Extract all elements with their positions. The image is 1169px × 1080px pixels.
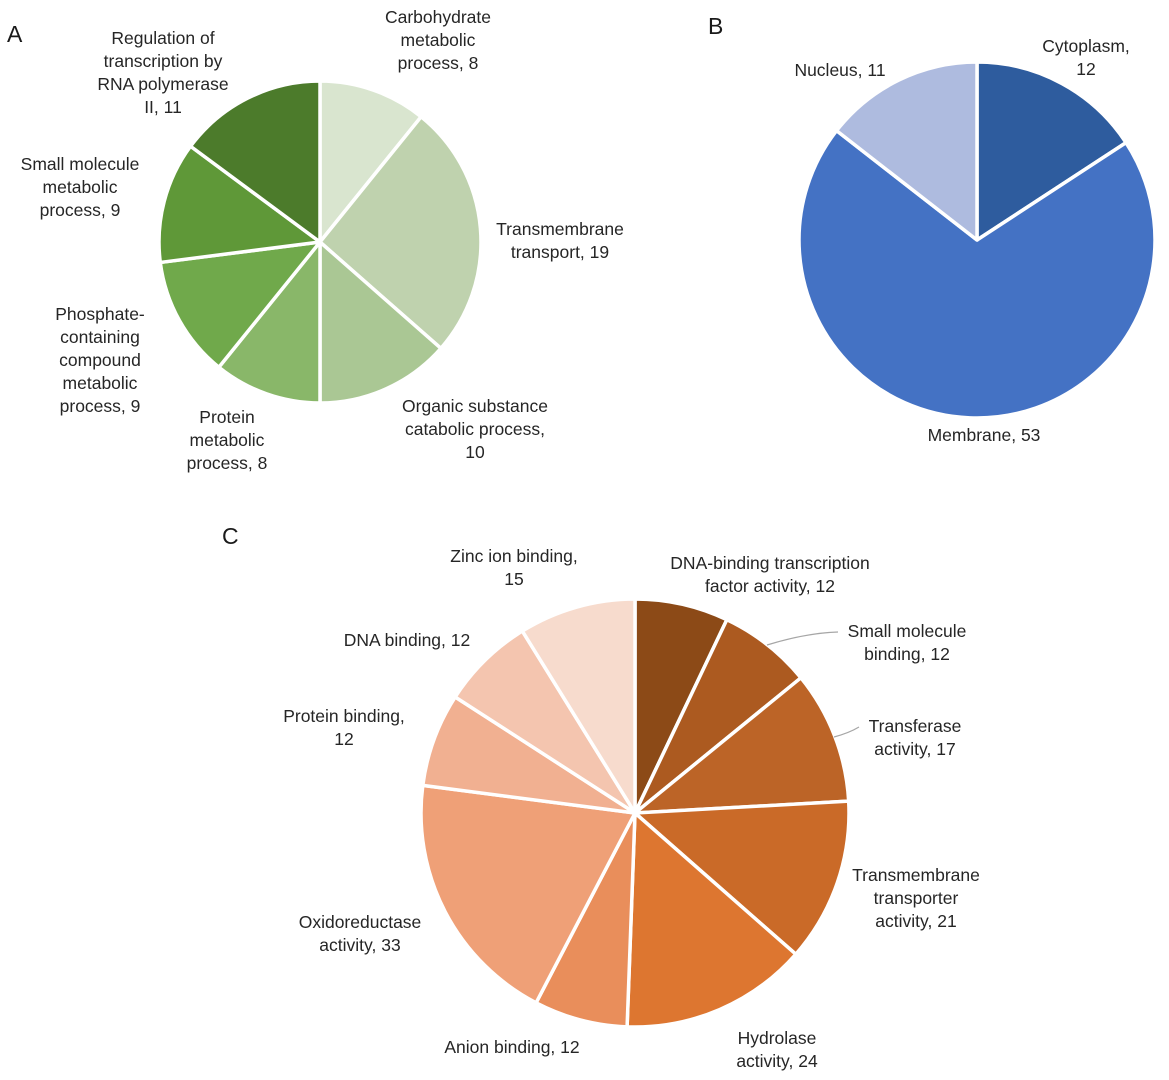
- label-leader-line: [766, 631, 839, 646]
- slice-label-zinc-ion-binding: Zinc ion binding, 15: [450, 546, 578, 589]
- slice-label-regulation-of: Regulation of transcription by RNA polym…: [97, 28, 229, 117]
- pie-slice-transmembrane-transport: [318, 114, 483, 351]
- pie-slice-zinc-ion-binding: [520, 597, 637, 815]
- slice-label-nucleus-11: Nucleus, 11: [794, 60, 886, 80]
- pie-slice-small-molecule-metabolic-process: [157, 144, 322, 265]
- label-leader-line: [833, 726, 860, 738]
- pie-slice-phosphate-containing-compound-metabolic-process: [158, 240, 322, 370]
- pie-slice-carbohydrate-metabolic-process: [318, 79, 423, 244]
- slice-label-hydrolase: Hydrolase activity, 24: [736, 1028, 818, 1071]
- slice-label-transferase: Transferase activity, 17: [868, 716, 962, 759]
- panel-letter-c: C: [222, 523, 239, 549]
- slice-label-phosphate: Phosphate- containing compound metabolic…: [55, 304, 145, 416]
- pie-slice-protein-metabolic-process: [217, 240, 322, 405]
- slice-label-oxidoreductase: Oxidoreductase activity, 33: [298, 912, 422, 955]
- slice-label-small-molecule: Small molecule metabolic process, 9: [20, 154, 140, 220]
- slice-label-carbohydrate: Carbohydrate metabolic process, 8: [384, 7, 492, 73]
- slice-label-cytoplasm: Cytoplasm, 12: [1042, 36, 1130, 79]
- panel-letter-a: A: [7, 21, 23, 47]
- pie-slice-transferase-activity: [633, 676, 851, 815]
- slice-label-protein-binding: Protein binding, 12: [283, 706, 405, 749]
- pie-slice-regulation-of-transcription-by-rna-polymerase-ii: [188, 79, 322, 244]
- slice-label-membrane-53: Membrane, 53: [927, 425, 1041, 445]
- slice-label-transmembrane: Transmembrane transport, 19: [496, 219, 624, 262]
- slice-label-small-molecule: Small molecule binding, 12: [847, 621, 967, 664]
- slice-label-dna-binding-12: DNA binding, 12: [343, 630, 471, 650]
- pie-slice-nucleus: [834, 60, 979, 242]
- slice-label-transmembrane: Transmembrane transporter activity, 21: [852, 865, 980, 931]
- pie-slice-hydrolase-activity: [625, 811, 798, 1029]
- slice-label-dna-binding-transcription: DNA-binding transcription factor activit…: [670, 553, 870, 596]
- slice-label-protein: Protein metabolic process, 8: [186, 407, 268, 473]
- slice-label-organic-substance: Organic substance catabolic process, 10: [402, 396, 548, 462]
- pie-slice-cytoplasm: [975, 60, 1128, 242]
- slice-label-anion-binding-12: Anion binding, 12: [444, 1037, 580, 1057]
- panel-letter-b: B: [708, 13, 724, 39]
- pie-slice-organic-substance-catabolic-process: [318, 240, 443, 405]
- pie-slice-membrane: [797, 128, 1157, 420]
- pie-slice-transmembrane-transporter-activity: [633, 799, 851, 956]
- pie-slice-oxidoreductase-activity: [419, 783, 637, 1005]
